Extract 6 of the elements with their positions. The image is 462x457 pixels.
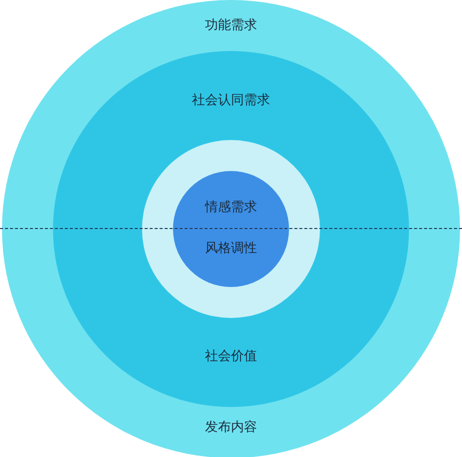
ring-heading: 情感需求 (204, 200, 258, 216)
ring-heading: 功能需求 (204, 18, 258, 34)
ring-label: 社会价值 (204, 349, 258, 365)
ring-heading: 社会认同需求 (191, 93, 271, 109)
ring-label: 发布内容 (204, 420, 258, 436)
ring-label: 风格调性 (204, 241, 258, 257)
